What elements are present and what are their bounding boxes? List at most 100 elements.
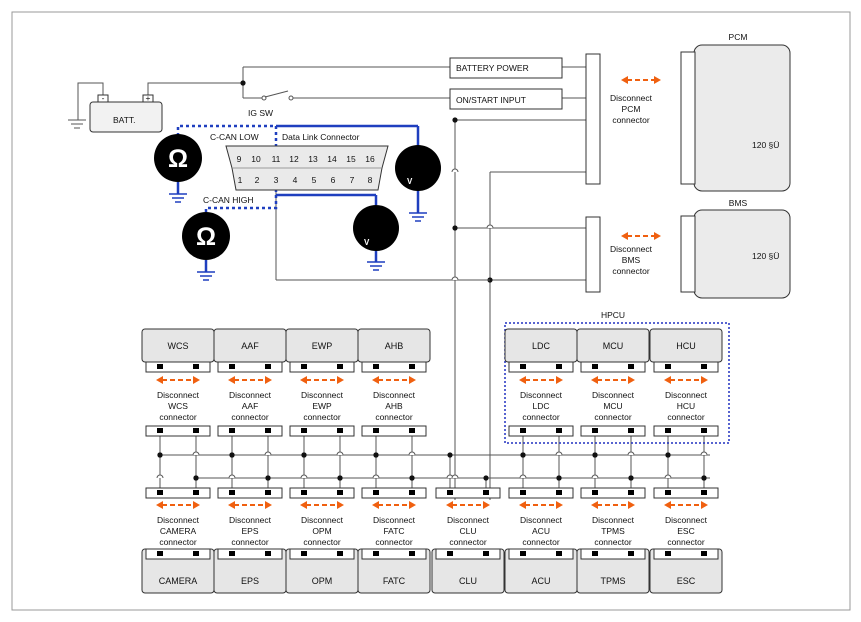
connector-bar — [145, 425, 211, 437]
disconnect-pcm-line2: PCM — [622, 104, 641, 114]
dlc-pin-5: 5 — [312, 175, 317, 185]
disconnect-label: Disconnect — [520, 390, 563, 400]
wire-crossover — [336, 451, 344, 456]
module-connector — [435, 548, 501, 560]
disconnect-arrow — [228, 501, 272, 509]
connector-bar — [217, 361, 283, 373]
connector-bar — [361, 361, 427, 373]
diagram-frame — [11, 11, 851, 611]
module-label: WCS — [168, 341, 189, 351]
disconnect-arrows — [156, 76, 708, 509]
wire-crossover — [192, 451, 200, 456]
dlc-label: Data Link Connector — [282, 132, 360, 142]
disconnect-label: Disconnect — [301, 390, 344, 400]
dlc-pin-7: 7 — [350, 175, 355, 185]
bms-module: BMS 120 §Ü — [680, 198, 791, 299]
module-connector — [289, 548, 355, 560]
wire-crossover — [555, 451, 563, 456]
wire-junction — [520, 452, 526, 458]
module-label: LDC — [532, 341, 551, 351]
wire-junction — [265, 475, 271, 481]
disconnect-arrow — [228, 376, 272, 384]
disconnect-label: Disconnect — [447, 515, 490, 525]
disconnect-label: ESC — [677, 526, 694, 536]
disconnect-label: EPS — [241, 526, 258, 536]
bms-harness-connector — [585, 216, 601, 293]
module-ewp: EWP — [285, 328, 359, 363]
wire-crossover — [451, 168, 459, 173]
disconnect-label: FATC — [383, 526, 404, 536]
wire-junction — [701, 475, 707, 481]
disconnect-arrow — [372, 376, 416, 384]
disconnect-label: EWP — [312, 401, 332, 411]
dlc-pin-6: 6 — [331, 175, 336, 185]
module-ahb: AHB — [357, 328, 431, 363]
volt-symbol-low: V — [407, 177, 413, 186]
disconnect-label: Disconnect — [665, 515, 708, 525]
pcm-label: PCM — [729, 32, 748, 42]
dlc-pin-3: 3 — [274, 175, 279, 185]
voltmeter-high-icon — [353, 205, 399, 251]
dlc-pin-13: 13 — [308, 154, 318, 164]
module-label: AHB — [385, 341, 404, 351]
disconnect-arrow — [446, 501, 490, 509]
pcm-harness-connector — [585, 53, 601, 185]
disconnect-arrow — [300, 501, 344, 509]
connector-bar — [361, 487, 427, 499]
module-label: AAF — [241, 341, 259, 351]
disconnect-label: AHB — [385, 401, 403, 411]
module-aaf: AAF — [213, 328, 287, 363]
pcm-connector — [680, 51, 696, 185]
wire-junction — [193, 475, 199, 481]
connector-bar — [145, 361, 211, 373]
disconnect-arrow — [591, 376, 635, 384]
wire-crossover — [228, 474, 236, 479]
ohmmeter-high-icon — [182, 212, 230, 260]
pcm-resistor-value: 120 §Ü — [752, 140, 779, 150]
module-label: MCU — [603, 341, 624, 351]
module-wcs: WCS — [141, 328, 215, 363]
bms-resistor-value: 120 §Ü — [752, 251, 779, 261]
dlc-pin-2: 2 — [255, 175, 260, 185]
ig-switch-label: IG SW — [248, 108, 273, 118]
disconnect-label: ACU — [532, 526, 550, 536]
disconnect-bms-line3: connector — [612, 266, 649, 276]
disconnect-label: Disconnect — [592, 390, 635, 400]
hpcu-group-box — [504, 322, 730, 444]
dlc-pin-8: 8 — [368, 175, 373, 185]
wire-junction — [157, 452, 163, 458]
wire-crossover — [664, 474, 672, 479]
wire-crossover — [451, 276, 459, 281]
voltmeter-low: V — [395, 145, 441, 191]
connector-bar — [580, 425, 646, 437]
module-connector — [580, 548, 646, 560]
disconnect-arrow — [519, 501, 563, 509]
voltmeter-low-icon — [395, 145, 441, 191]
wire-crossover — [591, 474, 599, 479]
disconnect-label: HCU — [677, 401, 695, 411]
wire-junction — [229, 452, 235, 458]
module-label: FATC — [383, 576, 406, 586]
connector-bar — [289, 487, 355, 499]
ohmmeter-low: Ω — [154, 134, 202, 182]
disconnect-arrow — [156, 501, 200, 509]
wire-junction — [337, 475, 343, 481]
module-connector — [145, 548, 211, 560]
disconnect-label: OPM — [312, 526, 331, 536]
disconnect-label: connector — [594, 537, 631, 547]
module-clu: CLU — [431, 548, 505, 594]
wire-crossover — [627, 451, 635, 456]
wire — [176, 124, 278, 152]
wire-junction — [592, 452, 598, 458]
wire-junction — [628, 475, 634, 481]
battery-power-box — [449, 57, 563, 79]
disconnect-arrow — [519, 376, 563, 384]
wire-junction — [452, 117, 458, 123]
disconnect-label: connector — [159, 537, 196, 547]
wire-junction — [665, 452, 671, 458]
disconnect-arrow — [372, 501, 416, 509]
module-connector — [508, 548, 574, 560]
